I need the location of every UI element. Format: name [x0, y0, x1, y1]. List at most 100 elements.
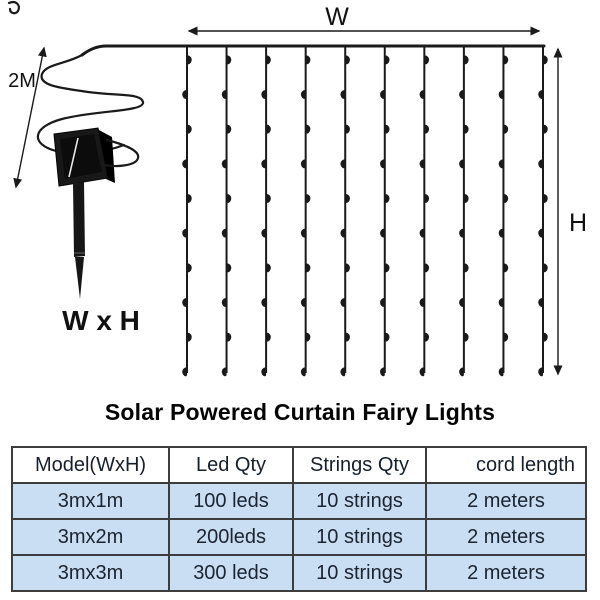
- led-bulb: [261, 228, 267, 238]
- led-bulb: [419, 89, 425, 99]
- led-bulb: [226, 124, 232, 134]
- led-bulb: [538, 159, 543, 169]
- led-bulb: [305, 193, 311, 203]
- led-bulb: [384, 55, 390, 65]
- led-bulb: [380, 367, 385, 377]
- spec-table: Model(WxH) Led Qty Strings Qty cord leng…: [11, 446, 587, 592]
- led-bulb: [300, 159, 306, 169]
- table-cell: 3mx3m: [11, 554, 170, 592]
- led-bulb: [424, 193, 430, 203]
- led-bulb: [182, 159, 187, 169]
- led-bulb: [187, 55, 192, 65]
- size-label: W x H: [62, 305, 140, 336]
- led-bulb: [182, 297, 187, 307]
- led-bulb: [261, 89, 267, 99]
- led-bulb: [266, 332, 271, 342]
- curtain-strings: [182, 46, 548, 377]
- led-bulb: [305, 55, 311, 65]
- led-bulb: [300, 297, 306, 307]
- led-bulb: [459, 367, 464, 377]
- led-bulb: [463, 263, 469, 273]
- led-bulb: [463, 193, 469, 203]
- led-bulb: [300, 89, 306, 99]
- table-cell: 2 meters: [425, 518, 587, 556]
- cable-length-arrow: [13, 46, 47, 189]
- led-bulb: [266, 55, 271, 65]
- led-bulb: [459, 297, 464, 307]
- led-bulb: [226, 263, 232, 273]
- solar-panel: [53, 127, 115, 299]
- solar-panel-side: [97, 129, 115, 183]
- led-bulb: [503, 332, 509, 342]
- table-cell: 10 strings: [292, 482, 427, 520]
- led-bulb: [424, 55, 430, 65]
- led-bulb: [345, 193, 350, 203]
- led-bulb: [187, 263, 192, 273]
- led-bulb: [305, 124, 311, 134]
- led-bulb: [543, 263, 548, 273]
- led-bulb: [345, 332, 350, 342]
- table-cell: 2 meters: [425, 482, 587, 520]
- led-bulb: [226, 332, 232, 342]
- led-bulb: [266, 193, 271, 203]
- table-cell: 10 strings: [292, 518, 427, 556]
- led-bulb: [503, 193, 509, 203]
- panel-reflection: [68, 137, 79, 178]
- led-bulb: [187, 124, 192, 134]
- led-bulb: [187, 332, 192, 342]
- table-cell: 300 leds: [168, 554, 294, 592]
- led-bulb: [459, 89, 464, 99]
- page-title: Solar Powered Curtain Fairy Lights: [104, 399, 496, 425]
- table-cell: 2 meters: [425, 554, 587, 592]
- led-bulb: [538, 228, 543, 238]
- led-bulb: [340, 228, 346, 238]
- led-bulb: [300, 228, 306, 238]
- led-bulb: [261, 159, 267, 169]
- led-bulb: [543, 55, 548, 65]
- led-bulb: [221, 89, 227, 99]
- stake-pole: [73, 182, 85, 257]
- led-bulb: [419, 228, 425, 238]
- led-bulb: [538, 297, 543, 307]
- top-support-wire: [80, 44, 546, 57]
- led-bulb: [261, 367, 267, 377]
- led-bulb: [226, 193, 232, 203]
- led-bulb: [380, 297, 385, 307]
- led-bulb: [221, 159, 227, 169]
- led-bulb: [498, 159, 504, 169]
- led-bulb: [266, 263, 271, 273]
- led-bulb: [182, 228, 187, 238]
- header-strings-qty: Strings Qty: [292, 446, 427, 484]
- led-bulb: [498, 228, 504, 238]
- led-bulb: [305, 332, 311, 342]
- height-label: H: [569, 209, 587, 237]
- cord-hook: [7, 1, 20, 15]
- led-bulb: [345, 55, 350, 65]
- led-bulb: [459, 228, 464, 238]
- led-bulb: [345, 124, 350, 134]
- led-bulb: [424, 332, 430, 342]
- led-bulb: [182, 367, 187, 377]
- cable-length-label: 2M: [8, 70, 36, 92]
- led-bulb: [226, 55, 232, 65]
- led-bulb: [266, 124, 271, 134]
- led-bulb: [503, 263, 509, 273]
- led-bulb: [503, 55, 509, 65]
- led-bulb: [305, 263, 311, 273]
- header-led-qty: Led Qty: [168, 446, 294, 484]
- led-bulb: [221, 297, 227, 307]
- led-bulb: [221, 228, 227, 238]
- led-bulb: [543, 332, 548, 342]
- table-cell: 100 leds: [168, 482, 294, 520]
- led-bulb: [380, 228, 385, 238]
- led-bulb: [459, 159, 464, 169]
- led-bulb: [419, 159, 425, 169]
- led-bulb: [424, 263, 430, 273]
- led-bulb: [498, 367, 504, 377]
- header-model: Model(WxH): [11, 446, 170, 484]
- led-bulb: [463, 124, 469, 134]
- led-bulb: [221, 367, 227, 377]
